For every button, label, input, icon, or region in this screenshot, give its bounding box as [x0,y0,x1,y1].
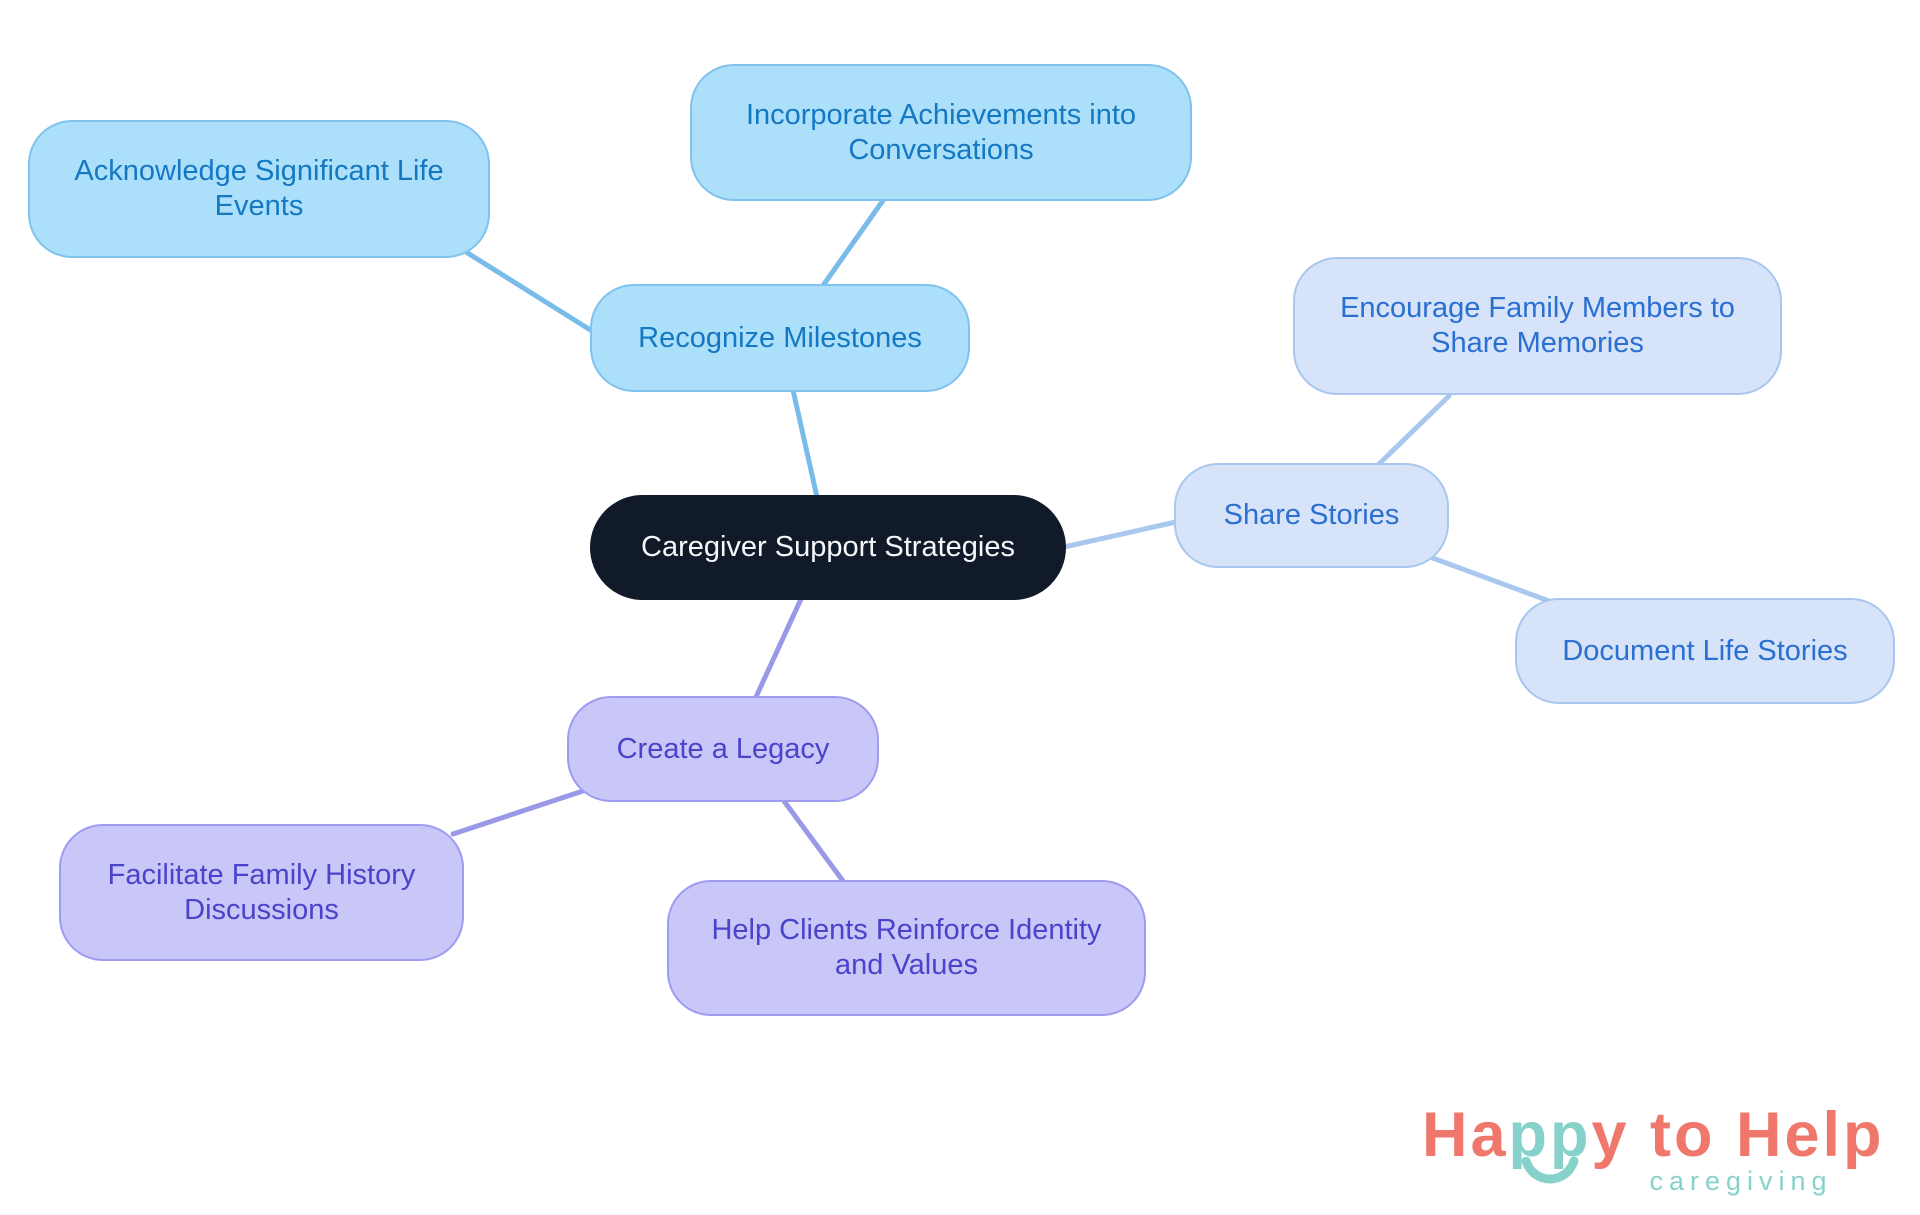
node-share-stories: Share Stories [1174,463,1449,568]
logo-text-y-to-help: y to Help [1591,1100,1885,1170]
edge-legacy-help-clients [781,798,846,884]
edge-legacy-facilitate [450,783,601,837]
logo-subtitle: caregiving [1649,1166,1833,1197]
node-central-caregiver-support-strategies: Caregiver Support Strategies [590,495,1066,600]
node-recognize-milestones: Recognize Milestones [590,284,970,392]
node-acknowledge-significant-life-events: Acknowledge Significant Life Events [28,120,490,258]
node-incorporate-achievements-into-conversations: Incorporate Achievements into Conversati… [690,64,1192,201]
edge-central-create-legacy [753,596,804,700]
logo-text-ha: Ha [1422,1100,1509,1170]
edge-recognize-incorporate [819,196,887,290]
node-document-life-stories: Document Life Stories [1515,598,1895,704]
node-encourage-family-members-share-memories: Encourage Family Members to Share Memori… [1293,257,1782,395]
edge-share-encourage [1376,393,1452,467]
node-help-clients-reinforce-identity-values: Help Clients Reinforce Identity and Valu… [667,880,1146,1016]
edge-recognize-acknowledge [463,249,595,334]
node-facilitate-family-history-discussions: Facilitate Family History Discussions [59,824,464,961]
edge-central-share-stories [1061,519,1179,550]
edge-central-recognize-milestones [790,387,820,500]
node-create-a-legacy: Create a Legacy [567,696,879,802]
edge-share-document [1427,554,1552,604]
smile-icon [1521,1157,1579,1184]
